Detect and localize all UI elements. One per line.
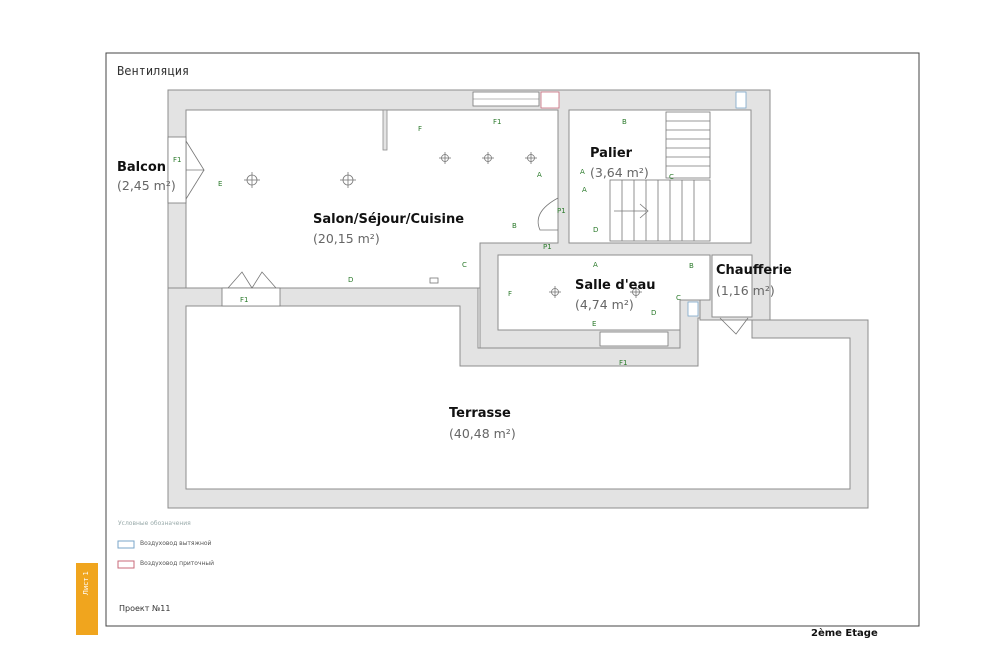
room-name-terrasse: Terrasse — [449, 406, 511, 421]
marker-salon-e: E — [218, 180, 223, 188]
marker-salon-d: D — [348, 276, 354, 284]
partition-wall — [382, 109, 388, 151]
marker-salle-f: F — [508, 290, 513, 298]
sheet-frame — [105, 52, 920, 627]
legend-swatch-exhaust — [117, 540, 135, 549]
marker-palier-d: D — [593, 226, 599, 234]
exhaust-duct-mark-2 — [687, 301, 699, 317]
marker-salle-d: D — [651, 309, 657, 317]
marker-salle-b: B — [689, 262, 694, 270]
marker-salon-c: C — [462, 261, 467, 269]
marker-salle-f1: F1 — [619, 359, 628, 367]
marker-salon-a: A — [537, 171, 542, 179]
terrace-door-frame — [221, 287, 281, 307]
marker-palier-b: B — [622, 118, 627, 126]
palier-floor — [568, 109, 752, 244]
marker-salon-f1-top: F1 — [493, 118, 502, 126]
legend-title: Условные обозначения — [118, 520, 191, 527]
marker-salon-f1-left: F1 — [173, 156, 182, 164]
marker-salon-f: F — [418, 125, 423, 133]
marker-salle-a: A — [593, 261, 598, 269]
room-area-salle: (4,74 m²) — [575, 297, 634, 312]
balcony-door-frame — [167, 136, 187, 204]
room-area-salon: (20,15 m²) — [313, 231, 380, 246]
project-number: Проект №11 — [119, 604, 171, 613]
marker-salon-a2: A — [582, 186, 587, 194]
ceiling-lights — [244, 152, 642, 298]
room-area-chaufferie: (1,16 m²) — [716, 283, 775, 298]
marker-salon-b: B — [512, 222, 517, 230]
staircase — [609, 111, 711, 242]
room-area-balcon: (2,45 m²) — [117, 178, 176, 193]
marker-salon-p1-b: P1 — [543, 243, 552, 251]
legend-item-supply: Воздуховод приточный — [140, 560, 215, 567]
sheet-side-tag-label: Лист 1 — [82, 571, 90, 596]
sheet-title: Вентиляция — [117, 64, 190, 78]
room-name-salon: Salon/Séjour/Cuisine — [313, 212, 465, 227]
sheet-side-tag: Лист 1 — [76, 563, 98, 635]
marker-salon-p1: P1 — [557, 207, 566, 215]
marker-palier-c: C — [669, 173, 674, 181]
room-name-salle: Salle d'eau — [575, 278, 656, 293]
room-area-terrasse: (40,48 m²) — [449, 426, 516, 441]
marker-palier-a: A — [580, 168, 585, 176]
legend-swatch-supply — [117, 560, 135, 569]
salon-floor — [185, 109, 559, 289]
room-name-palier: Palier — [590, 146, 633, 161]
salle-floor — [497, 254, 711, 331]
room-name-balcon: Balcon — [117, 160, 167, 175]
marker-salon-f1-bottom: F1 — [240, 296, 249, 304]
legend-item-exhaust: Воздуховод вытяжной — [140, 540, 212, 547]
room-area-palier: (3,64 m²) — [590, 165, 649, 180]
floor-label: 2ème Etage — [811, 628, 878, 639]
marker-salle-c: C — [676, 294, 681, 302]
chaufferie-door — [719, 317, 749, 335]
palier-door — [537, 197, 559, 231]
chaufferie-floor — [711, 254, 753, 318]
marker-salle-e: E — [592, 320, 597, 328]
salle-window — [599, 331, 669, 347]
exhaust-duct-mark — [735, 91, 747, 109]
supply-duct-mark — [540, 91, 560, 109]
room-name-chaufferie: Chaufferie — [716, 263, 792, 278]
